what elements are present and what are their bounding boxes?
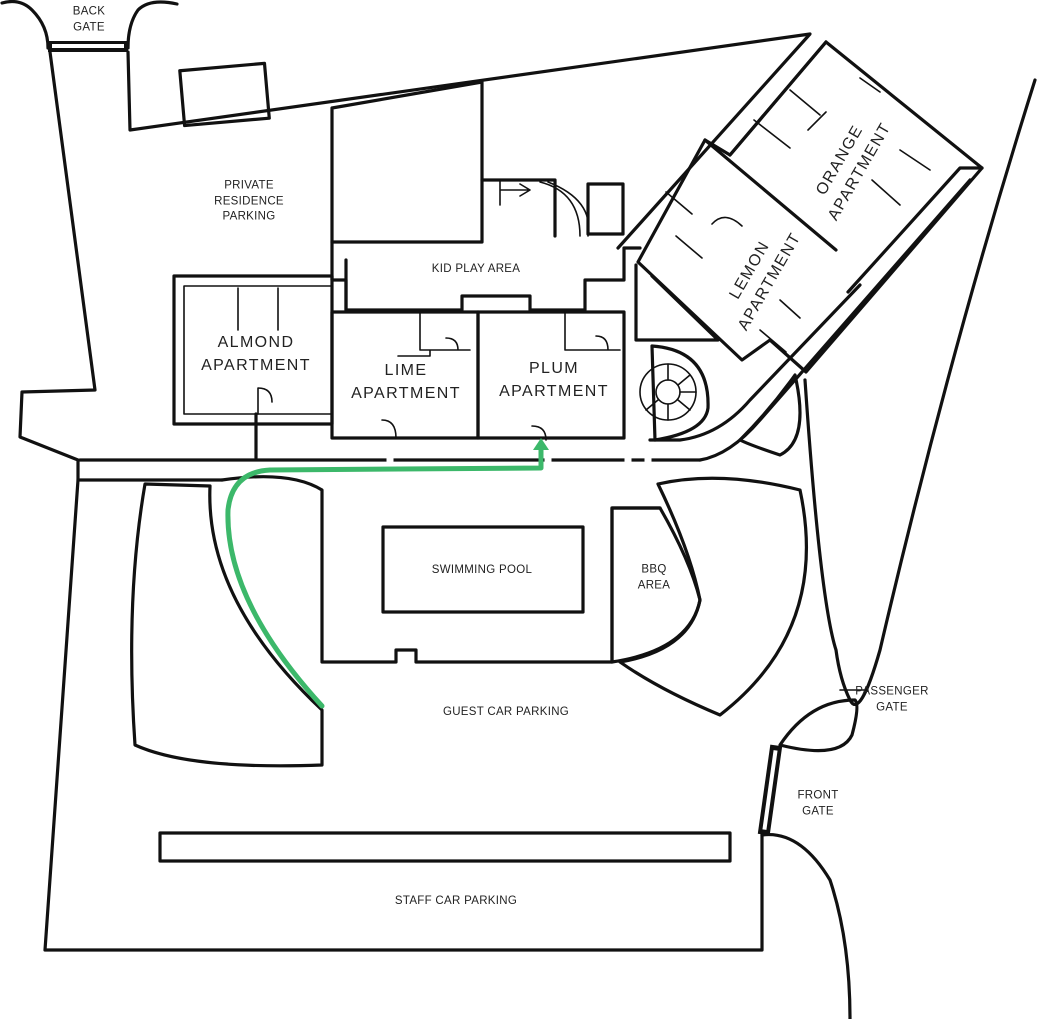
guest-car-parking-label: GUEST CAR PARKING [442,706,570,719]
west-lawn [130,482,324,768]
kid-play-area-label: KID PLAY AREA [431,263,521,276]
back-gate-label: BACK GATE [72,5,106,33]
almond-apartment-label: ALMOND APARTMENT [201,333,311,374]
spiral-staircase [634,263,720,442]
passenger-gate-label: PASSENGER GATE [855,685,929,713]
central-buildings [330,80,642,312]
bbq-area-outline [610,476,808,717]
east-walkway [738,78,1037,707]
swimming-pool-label: SWIMMING POOL [431,564,533,577]
staff-car-parking-label: STAFF CAR PARKING [394,895,518,908]
plum-apartment-label: PLUM APARTMENT [499,359,609,400]
private-parking-label: PRIVATE RESIDENCE PARKING [214,179,284,223]
plum-apartment-outline [476,310,626,441]
south-boundary [43,478,764,952]
route-to-plum-apartment [225,443,544,709]
route-arrow-head [533,438,549,450]
lime-apartment-label: LIME APARTMENT [351,361,461,402]
lemon-orange-apartments [636,40,984,374]
front-gate-label: FRONT GATE [797,789,839,817]
corridors [78,178,972,482]
pool-lawn [220,475,662,664]
gates-east [757,689,869,1019]
back-gate-walls [0,0,179,52]
bbq-area-label: BBQ AREA [637,563,671,591]
private-parking-boundary [18,32,812,482]
